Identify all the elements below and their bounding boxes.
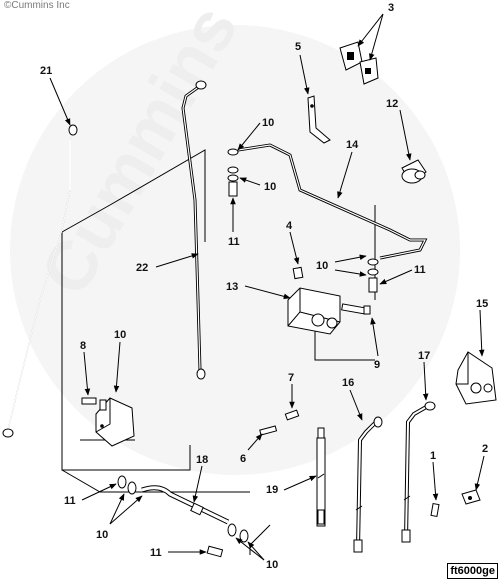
part-5-bracket <box>307 95 331 144</box>
callout-3: 3 <box>388 2 394 14</box>
frame-lines <box>61 149 376 555</box>
part-15-bracket <box>455 351 497 405</box>
callout-11-d: 11 <box>150 547 162 559</box>
callout-6: 6 <box>240 453 246 465</box>
callout-9: 9 <box>374 359 380 371</box>
fittings-upper <box>227 148 239 197</box>
part-21-fuel-tube <box>2 124 78 438</box>
callout-10-b: 10 <box>264 181 276 193</box>
callout-21: 21 <box>40 65 52 77</box>
leader-arrows <box>49 13 485 561</box>
callout-20: 19 <box>266 484 278 496</box>
part-22-fuel-tube <box>181 80 207 380</box>
callout-1: 1 <box>430 450 436 462</box>
callout-10-c: 10 <box>316 260 328 272</box>
part-13-block <box>287 266 371 335</box>
figure-id: ft6000ge <box>447 563 498 579</box>
callout-11-b: 11 <box>414 264 426 276</box>
callout-10-d: 10 <box>96 529 108 541</box>
part-19-line <box>117 475 249 558</box>
fittings-right <box>367 258 379 293</box>
callout-13: 13 <box>226 281 238 293</box>
callout-17: 16 <box>342 377 354 389</box>
part-18-hose <box>401 401 436 543</box>
callout-7: 7 <box>288 372 294 384</box>
callout-14: 10 <box>114 329 126 341</box>
callout-labels: 3 5 12 21 10 10 11 14 4 22 10 11 13 9 15… <box>40 2 488 571</box>
callout-11-a: 11 <box>228 236 240 248</box>
part-3-clips <box>339 41 379 85</box>
callout-10-a: 10 <box>262 117 274 129</box>
callout-10-e: 10 <box>266 559 278 571</box>
callout-19: 18 <box>196 454 208 466</box>
callout-12: 12 <box>386 98 398 110</box>
callout-8: 8 <box>80 340 86 352</box>
callout-11-c: 11 <box>64 495 76 507</box>
callout-18: 17 <box>418 350 430 362</box>
part-16-tube <box>237 143 428 260</box>
part-12-isolator <box>401 159 427 184</box>
part-17-hose <box>353 416 383 553</box>
callout-15: 15 <box>476 298 488 310</box>
part-7-6-fasteners <box>259 409 300 436</box>
part-14-bracket <box>81 397 135 447</box>
callout-2: 2 <box>482 443 488 455</box>
callout-16: 14 <box>346 139 359 151</box>
callout-22: 22 <box>136 262 148 274</box>
part-1-2-small <box>430 489 481 518</box>
callout-5: 5 <box>295 41 301 53</box>
part-20-hose <box>316 427 326 527</box>
callout-4: 4 <box>286 220 293 232</box>
copyright-text: ©Cummins Inc <box>4 0 70 11</box>
